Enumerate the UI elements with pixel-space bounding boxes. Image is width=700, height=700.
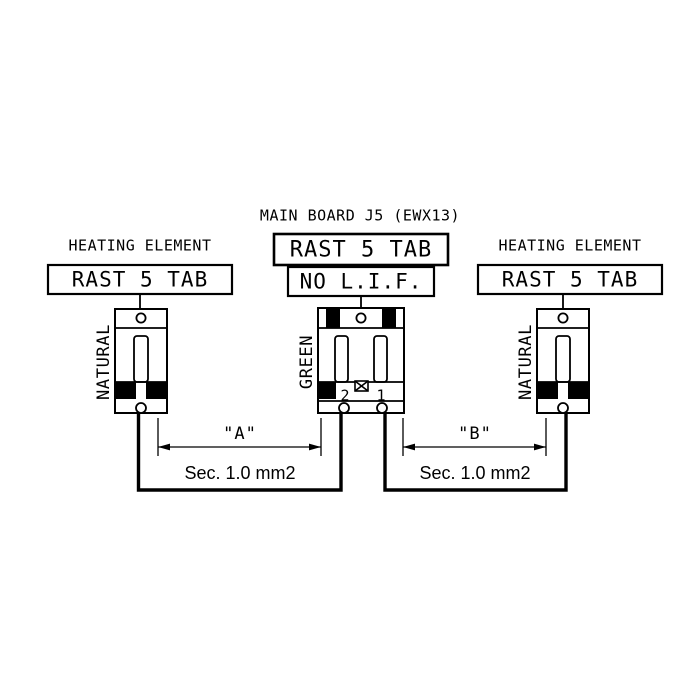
main-board-top-block-left [326,308,340,328]
wire-b-pin1-to-right [383,413,568,492]
dim-a-label: "A" [223,424,257,444]
right-connector-latch-block-left [537,382,558,399]
main-board-top-block-right [382,308,396,328]
dim-a-arrow-line [158,443,321,451]
right-connector-header: HEATING ELEMENT [499,237,642,255]
dim-b-arrow-line [403,443,546,451]
right-connector-type-label: RAST 5 TAB [502,268,638,292]
dim-b-section-note: Sec. 1.0 mm2 [419,463,530,483]
main-board-type-label: RAST 5 TAB [290,238,432,263]
right-connector-top-terminal [557,312,569,324]
main-board-pin-number-1: 1 [376,387,385,405]
right-connector-slot [555,335,571,383]
polarity-key-icon [354,380,369,392]
right-connector-latch-block-right [568,382,589,399]
left-connector-latch-block-left [115,382,136,399]
main-board-lif-label: NO L.I.F. [300,270,423,294]
right-connector-side-label: NATURAL [516,324,536,400]
left-connector-slot [133,335,149,383]
left-connector-side-label: NATURAL [94,324,114,400]
main-board-slot-1 [373,335,388,383]
main-board-header: MAIN BOARD J5 (EWX13) [260,207,460,225]
main-board-pin-number-2: 2 [340,387,349,405]
main-board-latch-block [318,382,336,399]
main-board-slot-2 [334,335,349,383]
wire-a-left-to-pin2 [136,413,343,492]
left-connector-bottom-terminal [135,402,147,414]
dim-b-label: "B" [458,424,492,444]
main-board-terminal-2 [338,402,350,414]
left-connector-top-terminal [135,312,147,324]
left-connector-type-label: RAST 5 TAB [72,268,208,292]
right-connector-type-box [476,263,664,296]
left-connector-latch-block-right [146,382,167,399]
main-board-side-label: GREEN [297,335,317,389]
main-board-terminal-1 [376,402,388,414]
dim-a-section-note: Sec. 1.0 mm2 [184,463,295,483]
main-board-type-box [272,232,450,267]
left-connector-header: HEATING ELEMENT [69,237,212,255]
right-connector-bottom-terminal [557,402,569,414]
main-board-top-terminal [355,312,367,324]
